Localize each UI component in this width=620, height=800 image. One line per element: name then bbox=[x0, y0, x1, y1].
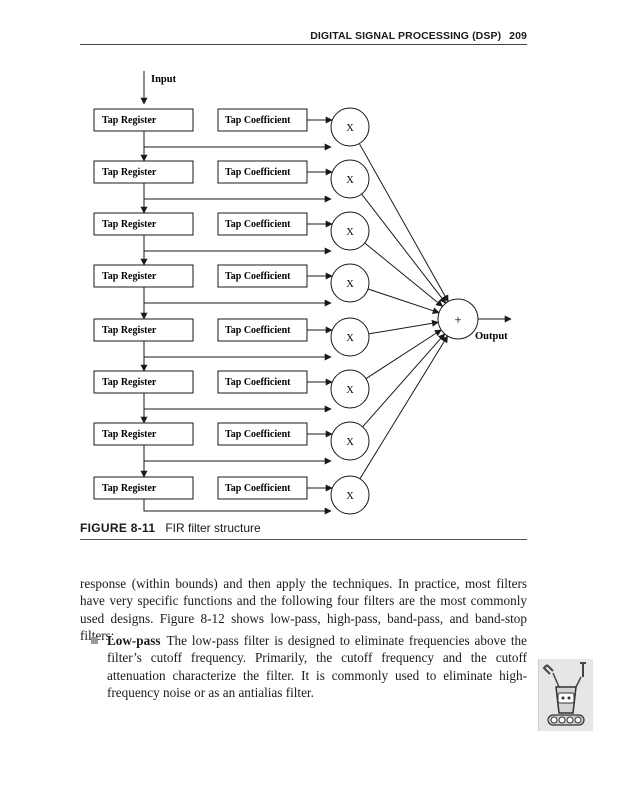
multiplier-node bbox=[330, 107, 370, 147]
multiplier-symbol: X bbox=[346, 175, 354, 186]
tap-register-label: Tap Register bbox=[102, 271, 157, 282]
input-label: Input bbox=[151, 74, 177, 85]
adder-symbol: + bbox=[454, 312, 461, 327]
tap-coefficient-label: Tap Coefficient bbox=[225, 219, 291, 230]
tap-register-label: Tap Register bbox=[102, 167, 157, 178]
body-paragraph: response (within bounds) and then apply … bbox=[80, 576, 527, 644]
multiplier-symbol: X bbox=[346, 123, 354, 134]
multiplier-to-adder-line bbox=[362, 333, 446, 428]
robot-icon bbox=[538, 659, 593, 731]
tap-register-label: Tap Register bbox=[102, 483, 157, 494]
register-to-multiplier-line bbox=[143, 393, 332, 413]
multiplier-node bbox=[330, 421, 370, 461]
tap-coefficient-label: Tap Coefficient bbox=[225, 325, 291, 336]
header-title: DIGITAL SIGNAL PROCESSING (DSP) bbox=[310, 30, 502, 42]
bullet-term: Low-pass bbox=[107, 633, 161, 648]
multiplier-node bbox=[330, 159, 370, 199]
tap-register-label: Tap Register bbox=[102, 219, 157, 230]
register-to-multiplier-line bbox=[143, 341, 332, 361]
register-to-multiplier-line bbox=[143, 445, 332, 465]
figure-caption: FIGURE 8-11 FIR filter structure bbox=[80, 521, 261, 535]
multiplier-to-adder-line bbox=[359, 335, 448, 480]
tap-register-label: Tap Register bbox=[102, 115, 157, 126]
figure-title: FIR filter structure bbox=[165, 521, 261, 535]
bullet-text: The low-pass filter is designed to elimi… bbox=[107, 633, 527, 701]
running-header: DIGITAL SIGNAL PROCESSING (DSP) 209 bbox=[80, 30, 527, 42]
tap-register-label: Tap Register bbox=[102, 325, 157, 336]
multiplier-symbol: X bbox=[346, 385, 354, 396]
multiplier-symbol: X bbox=[346, 279, 354, 290]
register-to-multiplier-line bbox=[143, 131, 332, 151]
tap-coefficient-label: Tap Coefficient bbox=[225, 377, 291, 388]
output-label: Output bbox=[475, 331, 508, 342]
tap-coefficient-label: Tap Coefficient bbox=[225, 115, 291, 126]
multiplier-to-adder-line bbox=[368, 319, 439, 335]
tap-register-label: Tap Register bbox=[102, 429, 157, 440]
multiplier-symbol: X bbox=[346, 491, 354, 502]
multiplier-to-adder-line bbox=[361, 193, 447, 304]
tap-register-label: Tap Register bbox=[102, 377, 157, 388]
caption-rule bbox=[80, 539, 527, 540]
tap-coefficient-label: Tap Coefficient bbox=[225, 483, 291, 494]
multiplier-node bbox=[330, 211, 370, 251]
multiplier-symbol: X bbox=[346, 227, 354, 238]
figure-number: FIGURE 8-11 bbox=[80, 521, 156, 535]
multiplier-to-adder-line bbox=[364, 242, 444, 307]
multiplier-symbol: X bbox=[346, 437, 354, 448]
multiplier-to-adder-line bbox=[367, 288, 440, 315]
multiplier-to-adder-line bbox=[365, 329, 442, 380]
register-to-multiplier-line bbox=[143, 235, 332, 255]
multiplier-node bbox=[330, 369, 370, 409]
multiplier-to-adder-line bbox=[358, 143, 449, 303]
multiplier-node bbox=[330, 263, 370, 303]
register-to-multiplier-line bbox=[143, 183, 332, 203]
register-to-multiplier-line bbox=[143, 287, 332, 307]
tap-coefficient-label: Tap Coefficient bbox=[225, 167, 291, 178]
page-number: 209 bbox=[509, 30, 527, 42]
tap-coefficient-label: Tap Coefficient bbox=[225, 271, 291, 282]
multiplier-node bbox=[330, 317, 370, 357]
tap-coefficient-label: Tap Coefficient bbox=[225, 429, 291, 440]
header-rule bbox=[80, 44, 527, 45]
multiplier-symbol: X bbox=[346, 333, 354, 344]
register-to-multiplier-line bbox=[143, 499, 332, 515]
square-bullet-icon bbox=[91, 637, 98, 644]
multiplier-node bbox=[330, 475, 370, 515]
